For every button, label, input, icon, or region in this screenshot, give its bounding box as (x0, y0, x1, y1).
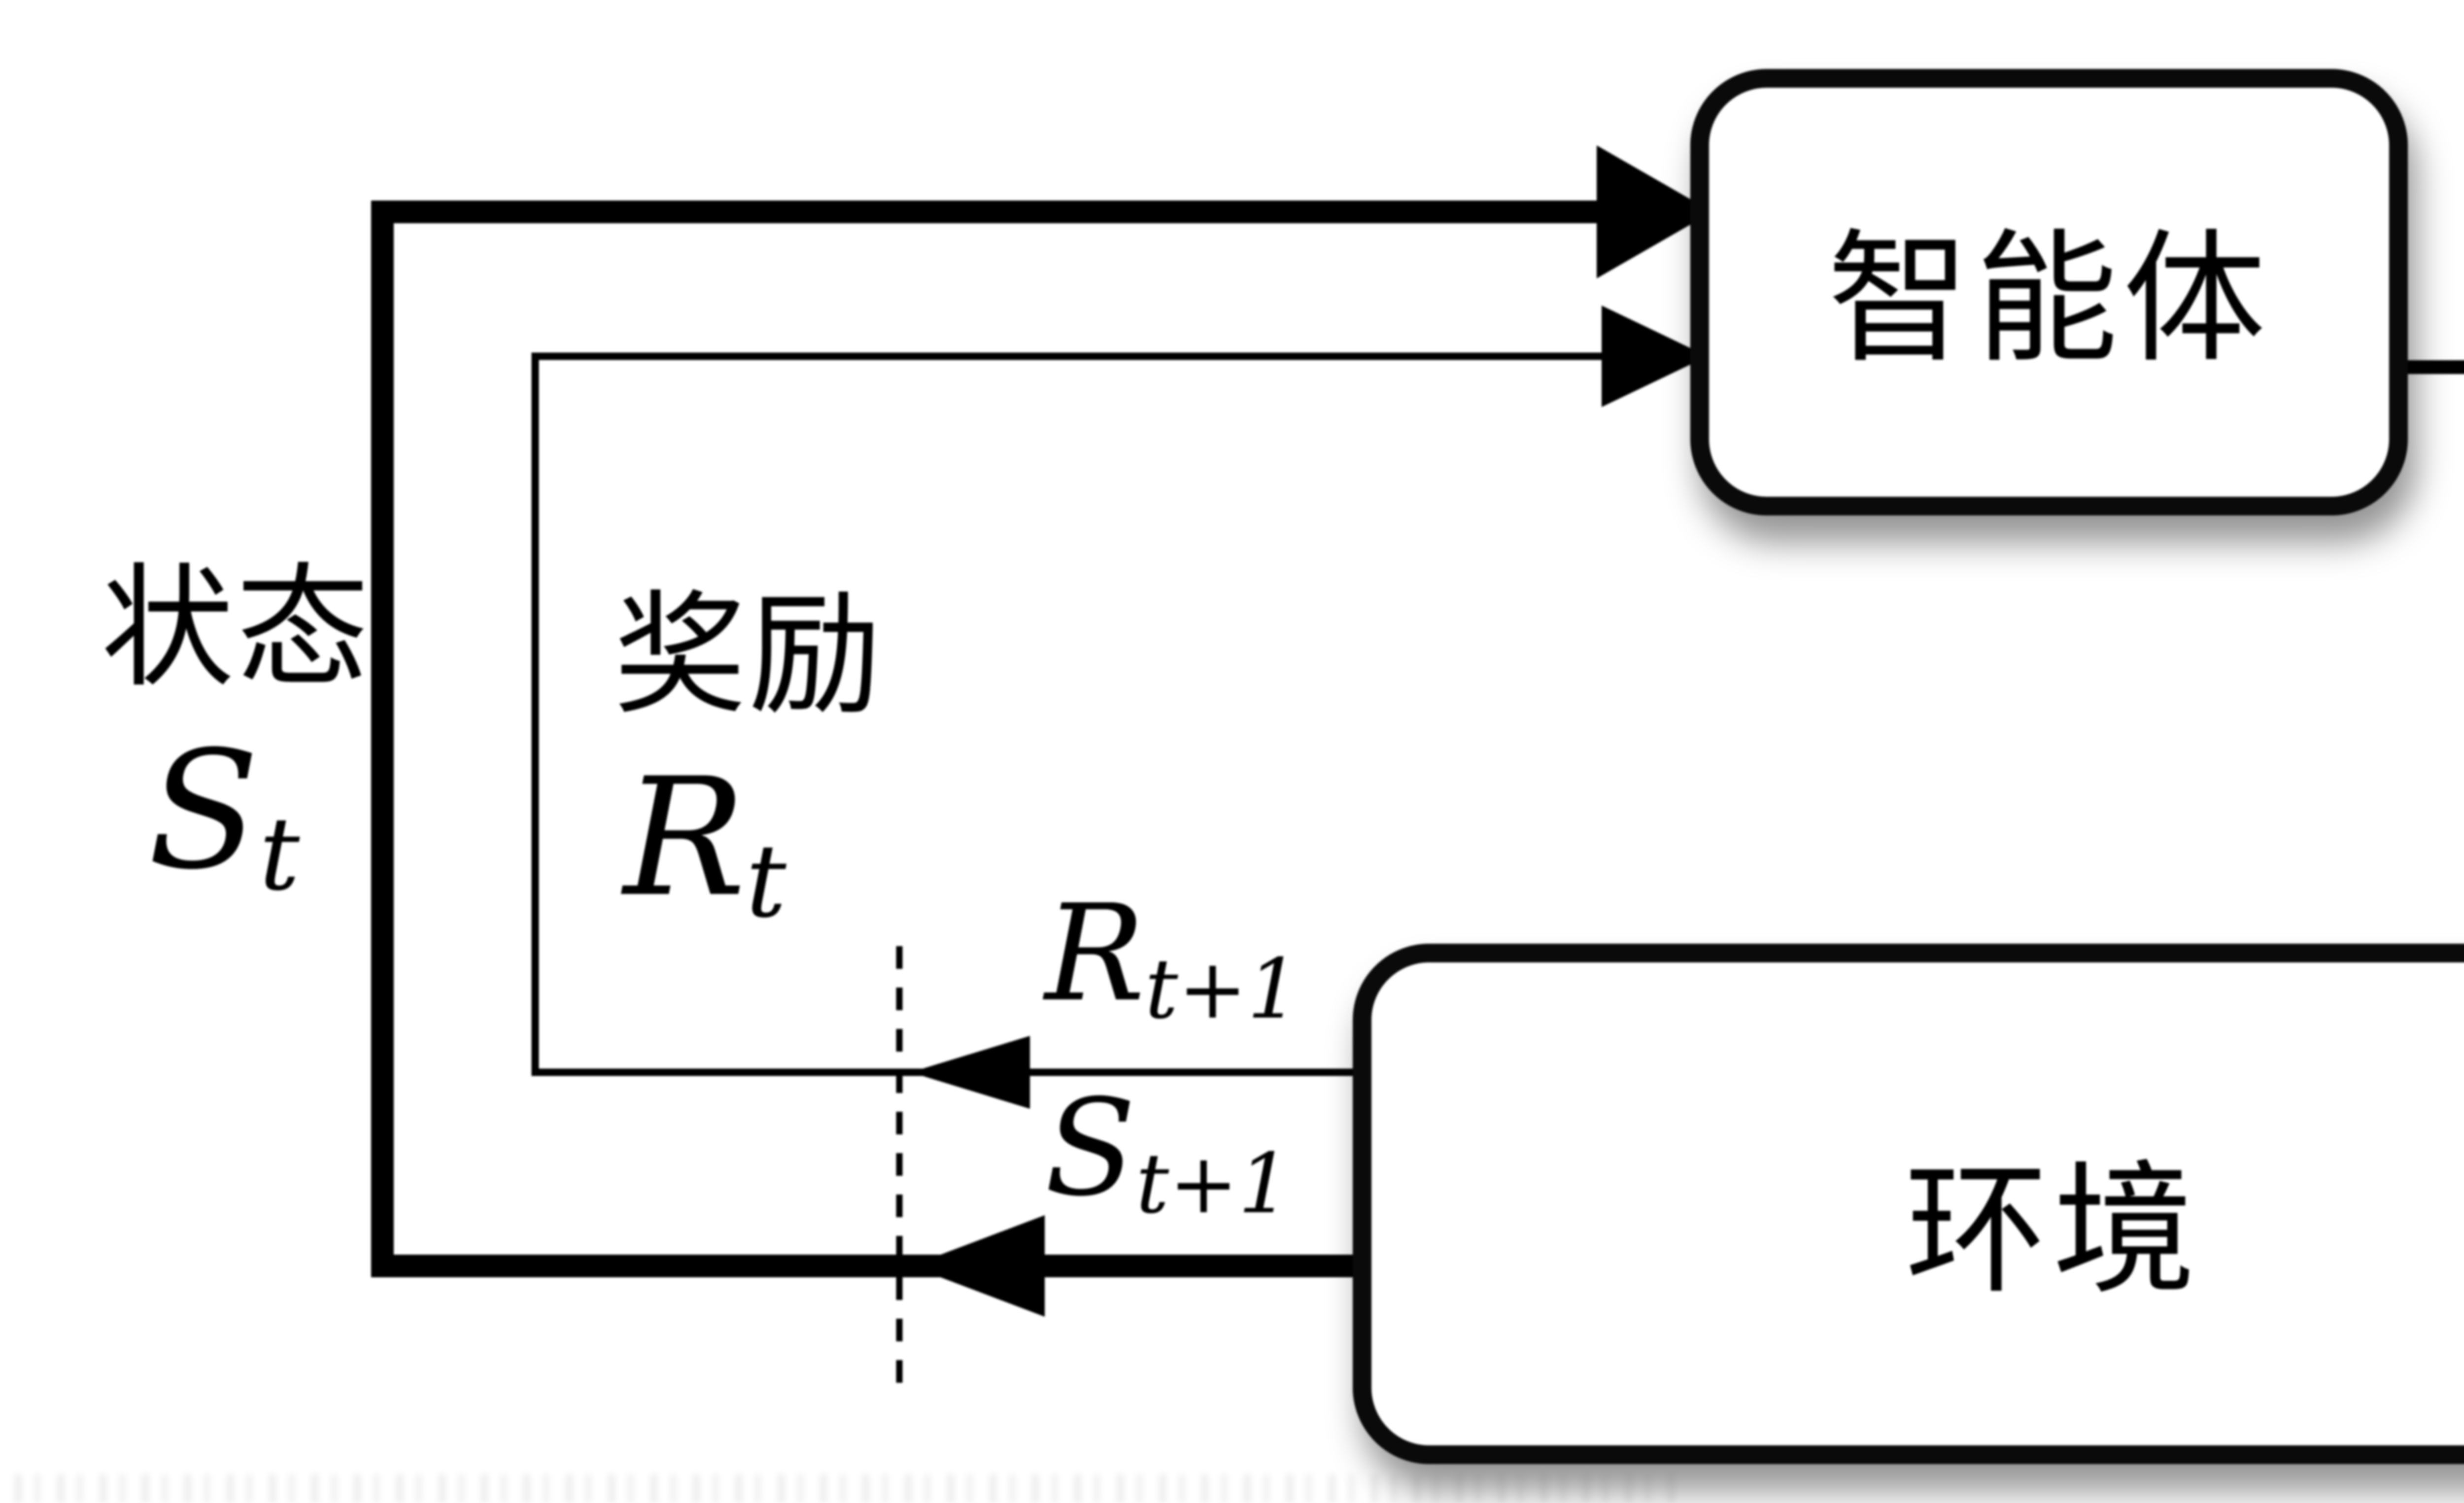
clipped-caption-fragment (15, 1474, 1685, 1503)
state-arrowhead-into-agent (1597, 145, 1712, 278)
reward-symbol: Rt (623, 756, 787, 932)
state-symbol-subscript: t (259, 796, 300, 913)
state-loop-line (371, 201, 1626, 1277)
next-reward-symbol-base: R (1045, 876, 1145, 1031)
state-label: 状态 (101, 550, 371, 706)
state-symbol-base: S (148, 716, 260, 905)
next-state-symbol-subscript: t+1 (1135, 1136, 1291, 1232)
agent-box: 智能体 (1690, 69, 2408, 515)
next-reward-symbol: Rt+1 (1045, 887, 1300, 1031)
reward-symbol-subscript: t (746, 823, 787, 940)
reward-label: 奖励 (614, 578, 884, 733)
next-state-arrowhead (911, 1215, 1045, 1317)
reward-arrowhead-into-agent (1602, 306, 1708, 407)
environment-label: 环境 (1905, 1148, 2201, 1314)
next-reward-arrowhead (911, 1036, 1030, 1109)
reward-symbol-base: R (623, 743, 746, 932)
next-state-symbol: St+1 (1045, 1082, 1291, 1226)
agent-label: 智能体 (1827, 216, 2271, 382)
next-state-symbol-base: S (1045, 1070, 1136, 1226)
state-symbol: St (148, 729, 300, 905)
next-reward-symbol-subscript: t+1 (1145, 941, 1300, 1037)
environment-box: 环境 (1353, 944, 2464, 1464)
